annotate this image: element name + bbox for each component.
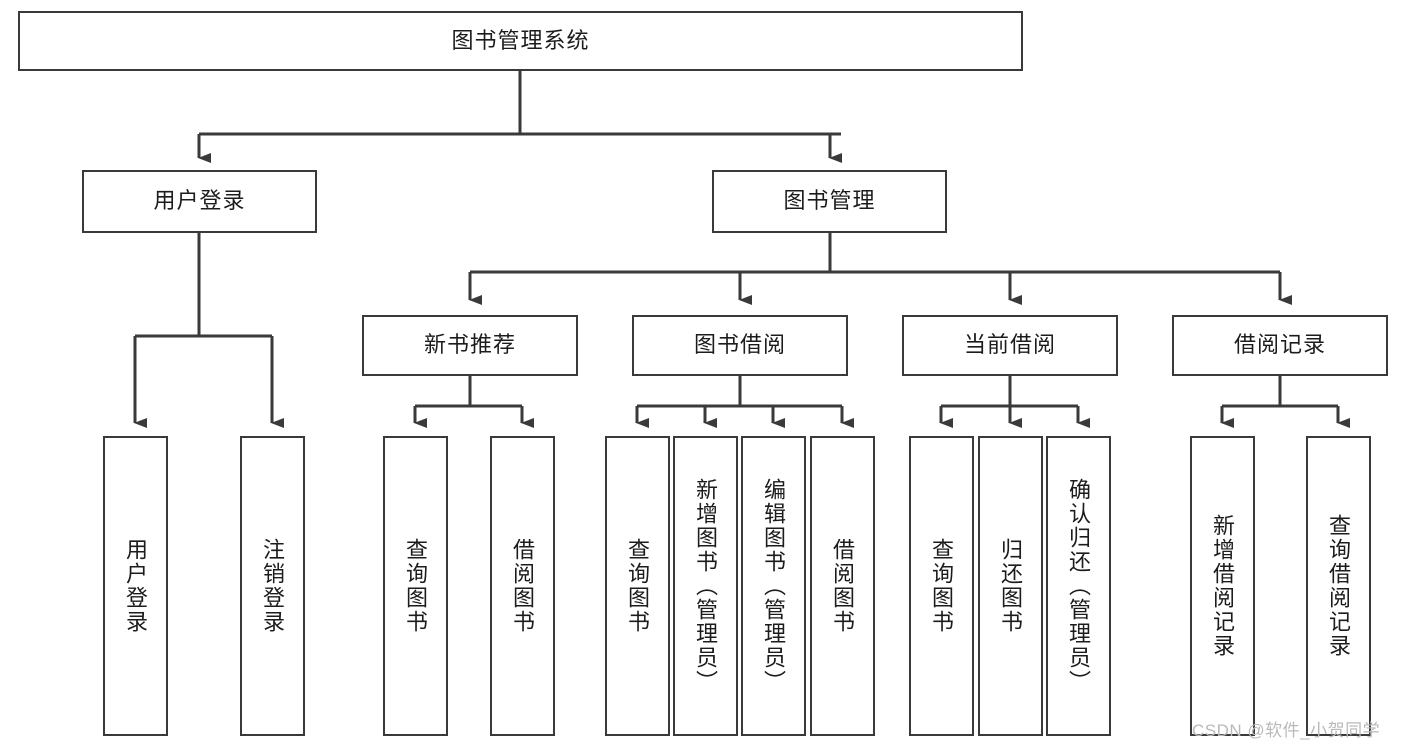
node-leaf-query-book-3[interactable]: 查询图书 — [909, 436, 974, 736]
node-leaf-query-book-3-label: 查询图书 — [929, 538, 955, 634]
node-leaf-query-book-1[interactable]: 查询图书 — [383, 436, 448, 736]
node-leaf-return-book[interactable]: 归还图书 — [978, 436, 1043, 736]
node-leaf-user-logout[interactable]: 注销登录 — [240, 436, 305, 736]
node-leaf-borrow-book-2-label: 借阅图书 — [830, 538, 856, 634]
node-leaf-borrow-book-2[interactable]: 借阅图书 — [810, 436, 875, 736]
node-leaf-return-book-label: 归还图书 — [998, 538, 1024, 634]
node-current-borrow-label: 当前借阅 — [963, 332, 1056, 358]
node-user-login[interactable]: 用户登录 — [82, 170, 317, 233]
node-borrow-record-label: 借阅记录 — [1233, 332, 1326, 358]
node-current-borrow[interactable]: 当前借阅 — [902, 315, 1118, 376]
node-leaf-borrow-book-1-label: 借阅图书 — [510, 538, 536, 634]
node-leaf-borrow-book-1[interactable]: 借阅图书 — [490, 436, 555, 736]
node-leaf-user-login[interactable]: 用户登录 — [103, 436, 168, 736]
node-leaf-query-record-label: 查询借阅记录 — [1326, 514, 1352, 658]
node-leaf-query-book-1-label: 查询图书 — [403, 538, 429, 634]
node-leaf-add-record[interactable]: 新增借阅记录 — [1190, 436, 1255, 736]
csdn-watermark: CSDN @软件_小贺同学 — [1192, 721, 1381, 740]
node-user-login-label: 用户登录 — [153, 188, 246, 214]
node-leaf-user-logout-label: 注销登录 — [260, 538, 286, 634]
node-leaf-edit-book[interactable]: 编辑图书（管理员） — [741, 436, 806, 736]
node-book-borrow-label: 图书借阅 — [693, 332, 786, 358]
node-book-manage[interactable]: 图书管理 — [712, 170, 947, 233]
node-leaf-query-book-2[interactable]: 查询图书 — [605, 436, 670, 736]
node-leaf-query-record[interactable]: 查询借阅记录 — [1306, 436, 1371, 736]
node-leaf-add-book-label: 新增图书（管理员） — [693, 478, 719, 694]
node-leaf-query-book-2-label: 查询图书 — [625, 538, 651, 634]
node-book-borrow[interactable]: 图书借阅 — [632, 315, 848, 376]
node-new-book-recommend[interactable]: 新书推荐 — [362, 315, 578, 376]
node-new-book-recommend-label: 新书推荐 — [423, 332, 516, 358]
node-root[interactable]: 图书管理系统 — [18, 11, 1023, 71]
node-borrow-record[interactable]: 借阅记录 — [1172, 315, 1388, 376]
node-root-label: 图书管理系统 — [451, 27, 590, 53]
node-leaf-edit-book-label: 编辑图书（管理员） — [761, 478, 787, 694]
node-leaf-confirm-return[interactable]: 确认归还（管理员） — [1046, 436, 1111, 736]
node-book-manage-label: 图书管理 — [783, 188, 876, 214]
node-leaf-confirm-return-label: 确认归还（管理员） — [1066, 478, 1092, 694]
node-leaf-add-book[interactable]: 新增图书（管理员） — [673, 436, 738, 736]
node-leaf-user-login-label: 用户登录 — [123, 538, 149, 634]
node-leaf-add-record-label: 新增借阅记录 — [1210, 514, 1236, 658]
